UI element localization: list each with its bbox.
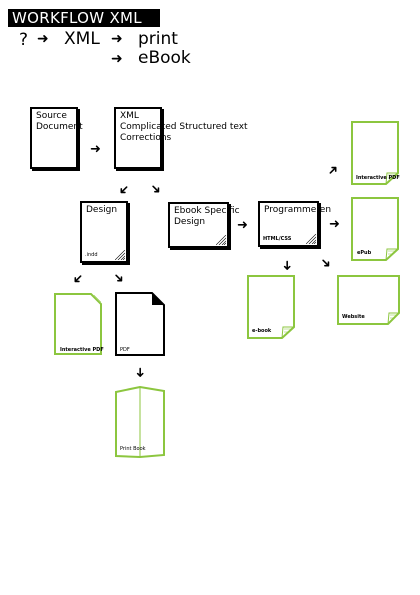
green-document-icon (337, 275, 400, 325)
arrow-down-right-icon: ➜ (146, 180, 165, 199)
flow-xml: XML (64, 29, 100, 49)
interactive-pdf-left-label: Interactive PDF (60, 347, 104, 353)
flow-print: print (138, 29, 178, 49)
interactive-pdf-right-label: Interactive PDF (356, 175, 400, 181)
print-book-label: Print Book (120, 446, 146, 452)
hatch-icon (216, 235, 226, 245)
pdf-label: PDF (120, 347, 130, 353)
hatch-icon (306, 234, 316, 244)
output-pdf: PDF (115, 292, 165, 356)
arrow-right-icon: ➜ (237, 218, 248, 233)
arrow-down-right-icon: ➜ (109, 269, 128, 288)
programmeren-box: Programmeren HTML/CSS (258, 201, 331, 247)
flow-ebook: eBook (138, 48, 191, 68)
arrow-right-icon: ➜ (329, 217, 340, 232)
green-document-icon (351, 197, 399, 261)
output-epub: ePub (351, 197, 399, 261)
xml-box-label: XML Complicated Structured text Correcti… (120, 111, 248, 143)
hatch-icon (115, 250, 125, 260)
output-interactive-pdf-right: Interactive PDF (351, 121, 400, 185)
output-ebook: e-book (247, 275, 295, 339)
green-document-icon (54, 293, 102, 355)
website-label: Website (342, 314, 365, 320)
arrow-down-left-icon: ➜ (114, 180, 133, 199)
arrow-right-icon: ➜ (37, 31, 49, 47)
arrow-down-icon: ➜ (131, 367, 147, 378)
book-icon (115, 386, 165, 459)
xml-box: XML Complicated Structured text Correcti… (114, 107, 248, 169)
output-print-book: Print Book (114, 386, 166, 459)
output-website: Website (337, 275, 400, 325)
arrow-down-right-icon: ➜ (316, 254, 335, 273)
green-document-icon (247, 275, 295, 339)
arrow-down-icon: ➜ (278, 260, 294, 271)
ebook-label: e-book (252, 328, 272, 334)
ebook-design-label: Ebook Specific Design (174, 206, 240, 227)
ebook-design-box: Ebook Specific Design (168, 202, 240, 248)
arrow-up-right-icon: ➜ (324, 161, 343, 180)
epub-label: ePub (357, 250, 372, 256)
design-box: Design .indd (80, 201, 128, 263)
arrow-right-icon: ➜ (111, 31, 123, 47)
design-label: Design (86, 205, 118, 215)
flow-question: ? (19, 30, 29, 50)
title-banner: WORKFLOW XML (8, 9, 160, 27)
arrow-right-icon: ➜ (111, 51, 123, 67)
arrow-right-icon: ➜ (90, 142, 101, 157)
programmeren-file-label: HTML/CSS (263, 236, 292, 242)
page-title: WORKFLOW XML (12, 9, 142, 27)
green-document-icon (351, 121, 399, 185)
output-interactive-pdf-left: Interactive PDF (54, 293, 104, 355)
source-document-box: Source Document (30, 107, 83, 169)
source-document-label: Source Document (36, 111, 83, 132)
programmeren-label: Programmeren (264, 205, 332, 215)
design-file-label: .indd (85, 252, 98, 258)
arrow-down-left-icon: ➜ (68, 269, 87, 288)
document-icon (115, 292, 165, 356)
